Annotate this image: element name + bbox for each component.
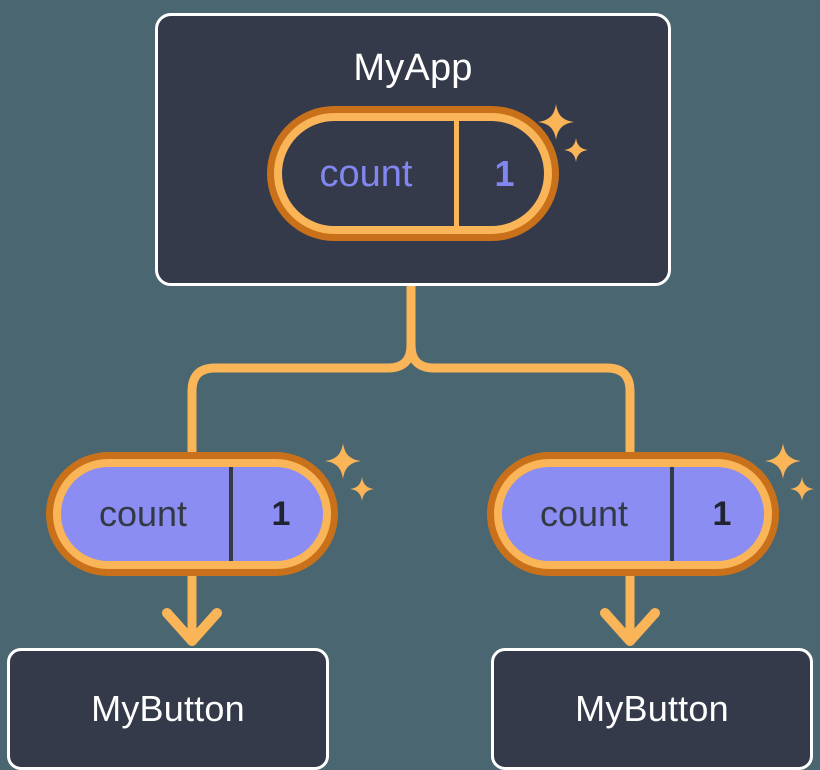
sparkle-icon <box>350 477 374 501</box>
state-key: count <box>98 493 188 534</box>
page-title: MyApp <box>353 47 473 89</box>
sparkle-icon <box>765 443 801 479</box>
arrow-down-icon <box>162 576 222 646</box>
component-box-mybutton-right[interactable]: MyButton <box>491 648 813 770</box>
component-box-mybutton-left[interactable]: MyButton <box>7 648 329 770</box>
sparkle-icon <box>790 477 814 501</box>
state-value: 1 <box>670 467 764 561</box>
state-key: count <box>319 152 413 195</box>
state-value: 1 <box>229 467 323 561</box>
state-pill-frame: count 1 <box>487 452 779 576</box>
sparkle-icon <box>538 104 574 140</box>
state-pill-root[interactable]: count 1 <box>267 106 559 241</box>
component-label: MyButton <box>91 688 245 729</box>
sparkle-icon <box>564 138 588 162</box>
sparkle-icon <box>325 443 361 479</box>
state-pill-body: count 1 <box>53 459 331 569</box>
branch-connector-icon <box>187 281 416 457</box>
state-value: 1 <box>454 121 544 226</box>
state-pill-body: count 1 <box>274 113 552 234</box>
component-label: MyButton <box>575 688 729 729</box>
arrow-down-icon <box>600 576 660 646</box>
state-pill-body: count 1 <box>494 459 772 569</box>
state-pill-child-left[interactable]: count 1 <box>46 452 338 576</box>
state-pill-frame: count 1 <box>46 452 338 576</box>
state-pill-frame: count 1 <box>267 106 559 241</box>
state-pill-child-right[interactable]: count 1 <box>487 452 779 576</box>
state-key: count <box>539 493 629 534</box>
branch-connector-icon <box>406 281 635 457</box>
